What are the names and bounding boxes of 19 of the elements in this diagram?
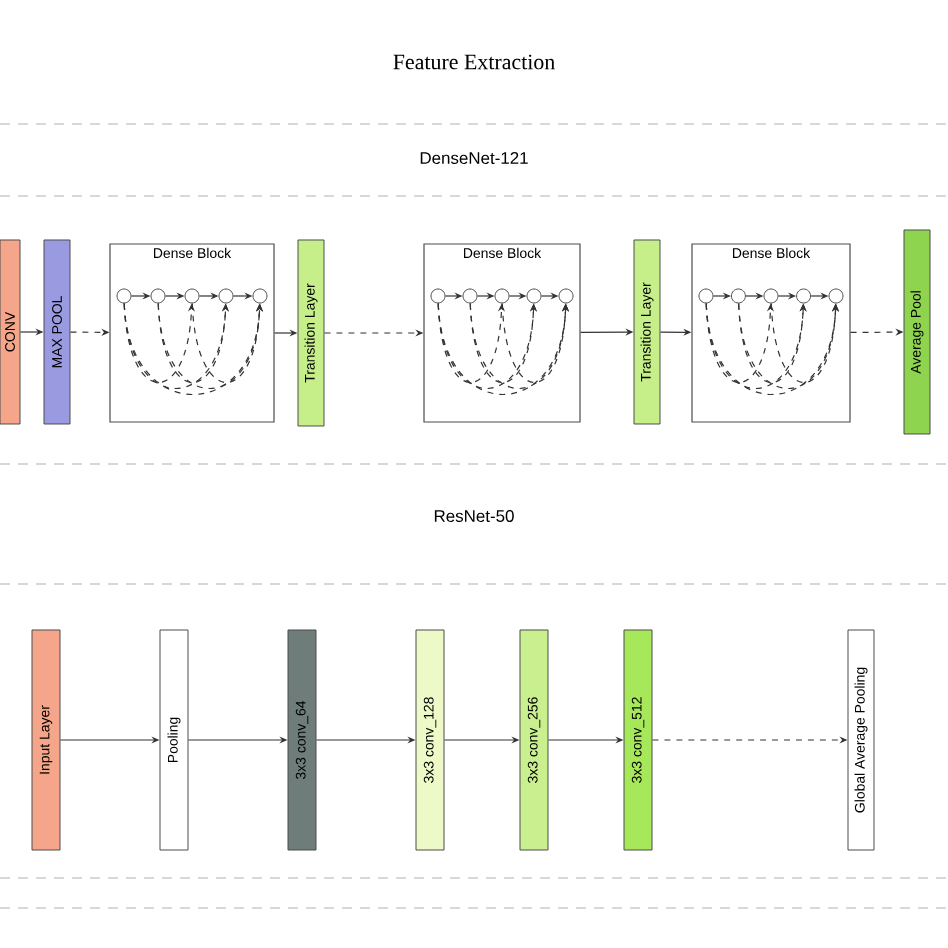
layer-circle <box>116 288 132 304</box>
layer-circle <box>462 288 478 304</box>
layer-circle <box>828 288 844 304</box>
title: Feature Extraction <box>393 54 555 70</box>
skip-connection-arrow <box>123 302 195 384</box>
layer-circle <box>494 288 510 304</box>
layer-circle <box>730 288 746 304</box>
section-heading: ResNet-50 <box>434 510 514 522</box>
layer-circle <box>430 288 446 304</box>
layer-circle <box>796 288 812 304</box>
layer-circle <box>150 288 166 304</box>
layer-circle <box>558 288 574 304</box>
layer-circle <box>184 288 200 304</box>
layer-circle <box>763 288 779 304</box>
layer-circle <box>526 288 542 304</box>
layer-circle <box>698 288 714 304</box>
layer-circle <box>218 288 234 304</box>
layer-circle <box>252 288 268 304</box>
section-heading: DenseNet-121 <box>420 152 528 164</box>
